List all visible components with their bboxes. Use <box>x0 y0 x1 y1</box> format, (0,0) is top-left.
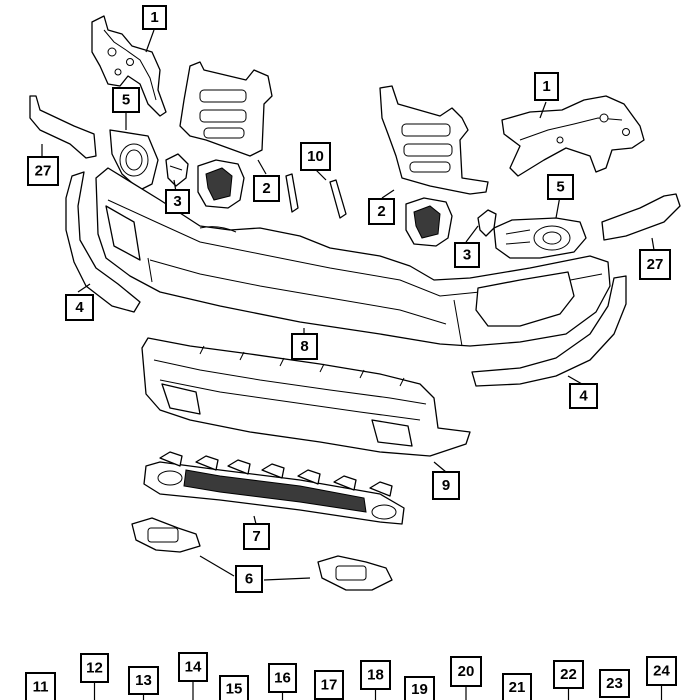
callout-9: 9 <box>432 471 460 500</box>
support-left-part-2 <box>179 61 273 157</box>
callout-4-label: 4 <box>75 299 84 316</box>
bumper-fascia-part-8 <box>95 167 611 347</box>
fastener-callout-21: 21 <box>502 673 532 700</box>
flare-right-part-4 <box>471 275 627 387</box>
callout-27-label: 27 <box>647 256 664 273</box>
fog-bezel-right-part-5 <box>493 217 587 259</box>
tow-bezel-left-part-6 <box>131 517 201 553</box>
bracket-left-part-1 <box>91 15 167 117</box>
fastener-23-label: 23 <box>606 675 623 692</box>
callout-9-label: 9 <box>442 477 450 494</box>
fastener-callout-17: 17 <box>314 670 344 700</box>
callout-27-label: 27 <box>35 163 52 180</box>
fastener-13-label: 13 <box>135 672 152 689</box>
callout-1-upper-left: 1 <box>142 5 167 30</box>
callout-6-label: 6 <box>245 571 253 588</box>
callout-3-left: 3 <box>165 189 190 214</box>
callout-8-label: 8 <box>300 338 308 355</box>
fastener-callout-24: 24 <box>646 656 677 700</box>
fastener-21-label: 21 <box>509 679 526 696</box>
callout-5-label: 5 <box>556 179 564 196</box>
tow-bezel-right-part-6 <box>317 555 393 591</box>
fastener-18-label: 18 <box>367 667 384 684</box>
callout-4-left: 4 <box>65 294 94 321</box>
callout-3-right: 3 <box>454 242 480 268</box>
callout-7-label: 7 <box>252 528 260 545</box>
fastener-16-label: 16 <box>274 670 291 687</box>
fastener-callout-16: 16 <box>268 663 297 700</box>
callout-1-upper-right: 1 <box>534 72 559 101</box>
callout-4-right: 4 <box>569 383 598 409</box>
callout-7: 7 <box>243 523 270 550</box>
callout-4-label: 4 <box>579 388 588 405</box>
fastener-15-label: 15 <box>226 681 243 698</box>
callout-10: 10 <box>300 142 331 171</box>
clip-left-part-3 <box>165 153 189 187</box>
callout-2-left: 2 <box>253 175 280 202</box>
fastener-24-label: 24 <box>653 663 670 680</box>
callout-2-right: 2 <box>368 198 395 225</box>
fastener-12-label: 12 <box>86 660 103 677</box>
callout-5-label: 5 <box>122 92 130 109</box>
callout-8: 8 <box>291 333 318 360</box>
fastener-20-label: 20 <box>458 663 475 680</box>
fastener-callout-23: 23 <box>599 669 630 698</box>
clip-right-part-3 <box>477 209 497 237</box>
flare-left-part-4 <box>65 171 141 313</box>
fastener-17-label: 17 <box>321 677 338 694</box>
callout-6: 6 <box>235 565 263 593</box>
callout-1-label: 1 <box>150 9 158 26</box>
fastener-callout-19: 19 <box>404 676 435 700</box>
tow-hook-mount-right <box>405 197 453 247</box>
fastener-callout-18: 18 <box>360 660 391 700</box>
callout-2-label: 2 <box>377 203 385 220</box>
lower-valance-part-9 <box>141 337 471 457</box>
end-trim-left-part-27 <box>29 95 97 159</box>
callout-1-label: 1 <box>542 78 550 95</box>
skid-grille-part-7 <box>143 451 405 525</box>
fog-bezel-left-part-5 <box>109 129 159 191</box>
fastener-11-label: 11 <box>33 679 49 696</box>
end-trim-right-part-27 <box>601 193 681 241</box>
callout-10-label: 10 <box>307 148 324 165</box>
fastener-callout-13: 13 <box>128 666 159 700</box>
fastener-callout-12: 12 <box>80 653 109 700</box>
fastener-14-label: 14 <box>185 659 202 676</box>
support-right-part-2 <box>379 85 489 195</box>
fastener-callout-15: 15 <box>219 675 249 700</box>
tow-hook-mount-left <box>197 159 245 209</box>
fastener-callout-14: 14 <box>178 652 208 700</box>
fastener-callout-22: 22 <box>553 660 584 700</box>
fastener-callout-11: 11 <box>25 672 56 700</box>
bracket-right-part-1 <box>501 95 645 177</box>
callout-27-left: 27 <box>27 156 59 186</box>
callout-5-left: 5 <box>112 87 140 113</box>
fastener-22-label: 22 <box>560 666 577 683</box>
leader-lines <box>41 29 655 581</box>
callout-27-right: 27 <box>639 249 671 280</box>
fastener-callouts-row: 11 12 13 14 15 16 17 <box>25 652 677 700</box>
fastener-callout-20: 20 <box>450 656 482 700</box>
retainer-pins-part-10 <box>285 173 347 219</box>
callout-3-label: 3 <box>463 247 471 264</box>
callout-3-label: 3 <box>173 193 181 210</box>
callout-5-right: 5 <box>547 174 574 200</box>
callout-2-label: 2 <box>262 180 270 197</box>
fastener-19-label: 19 <box>411 681 428 698</box>
